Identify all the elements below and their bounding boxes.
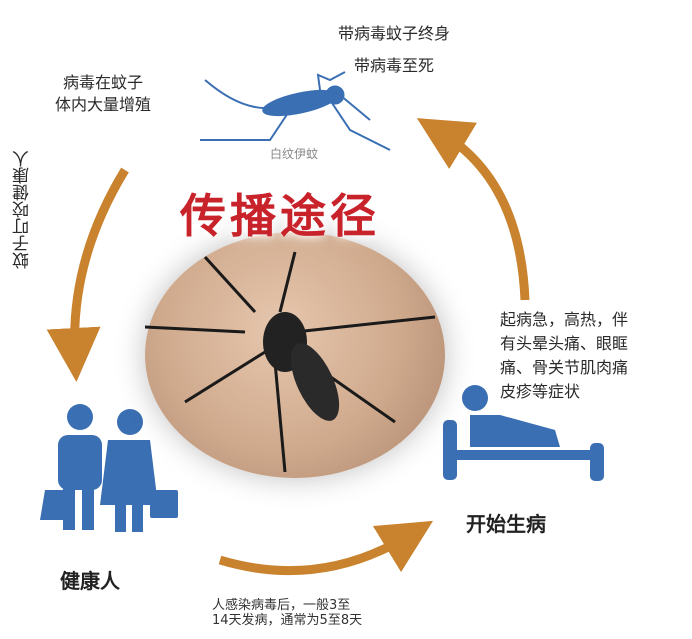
step-lifelong-carrier: 带病毒蚊子终身 带病毒至死 [338, 18, 450, 82]
arrow-left [46, 167, 129, 382]
text-line: 皮疹等症状 [500, 382, 581, 401]
text-line: 体内大量增殖 [55, 95, 152, 114]
sick-in-bed-icon [443, 385, 604, 481]
step-virus-multiply: 病毒在蚊子 体内大量增殖 [55, 72, 151, 116]
step-bite-healthy: 蚊子叮咬健康人 [13, 150, 33, 269]
text-line: 病毒在蚊子 [63, 73, 144, 92]
text-line: 痛、骨关节肌肉痛 [500, 358, 629, 377]
step-symptoms: 起病急，高热，伴 有头晕头痛、眼眶 痛、骨关节肌肉痛 皮疹等症状 [500, 308, 628, 404]
arrow-bottom [218, 520, 434, 576]
text-line: 人感染病毒后，一般3至 [212, 598, 351, 613]
mosquito-bite-photo [145, 232, 445, 478]
mosquito-species-label: 白纹伊蚊 [270, 147, 319, 161]
mosquito-on-skin [145, 251, 436, 473]
step-incubation: 人感染病毒后，一般3至 14天发病，通常为5至8天 [212, 598, 362, 628]
mosquito-illustration [200, 71, 391, 151]
text-line: 带病毒至死 [354, 56, 435, 75]
arrow-right [416, 118, 530, 301]
text-line: 起病急，高热，伴 [500, 310, 629, 329]
diagram-title: 传播途径 [180, 189, 380, 243]
text-line: 带病毒蚊子终身 [338, 24, 451, 43]
healthy-person-label: 健康人 [60, 569, 120, 593]
text-line: 有头晕头痛、眼眶 [500, 334, 629, 353]
healthy-people-icon [40, 404, 178, 532]
onset-label: 开始生病 [466, 512, 546, 536]
text-line: 14天发病，通常为5至8天 [212, 613, 363, 628]
